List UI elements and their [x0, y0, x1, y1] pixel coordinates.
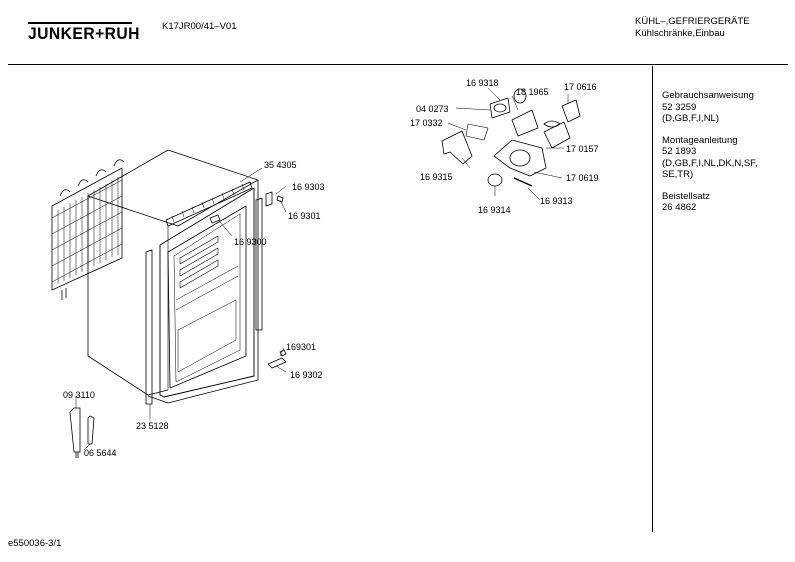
part-label: 169301 [286, 342, 317, 352]
document-number: 26 4862 [662, 202, 697, 213]
light-thermostat-assembly [441, 88, 581, 187]
model-code: K17JR00/41–V01 [162, 21, 237, 32]
document-languages: (D,GB,F,I,NL) [662, 113, 720, 124]
logo-underline [28, 22, 132, 24]
cabinet [87, 149, 259, 404]
document-list: Gebrauchsanweisung 52 3259 (D,GB,F,I,NL)… [662, 90, 758, 224]
header-divider [8, 64, 788, 65]
document-number: 52 1893 [662, 146, 697, 157]
document-item: Montageanleitung 52 1893 (D,GB,F,I,NL,DK… [662, 135, 758, 181]
document-languages: SE,TR) [662, 169, 694, 180]
part-label: 04 0273 [416, 104, 449, 114]
part-label: 17 0619 [566, 173, 599, 183]
part-label: 16 9300 [234, 237, 267, 247]
document-title: Gebrauchsanweisung [662, 90, 754, 101]
sensor-probe [69, 407, 95, 458]
document-number: 52 3259 [662, 101, 697, 113]
part-label: 16 9302 [290, 370, 323, 380]
document-item: Beistellsatz 26 4862 [662, 191, 758, 214]
part-label: 23 5128 [136, 421, 169, 431]
leader-lines [75, 87, 569, 451]
part-label: 09 3110 [63, 390, 95, 400]
sidebar-divider [652, 66, 653, 532]
category-title: KÜHL–,GEFRIERGERÄTE [635, 16, 750, 27]
drawing-id: e550036-3/1 [8, 538, 62, 549]
condenser-coil [51, 159, 125, 300]
document-title: Montageanleitung [662, 134, 738, 146]
part-label: 16 9303 [292, 182, 325, 192]
part-label: 16 9313 [540, 196, 573, 206]
brand-logo: JUNKER+RUH [28, 24, 140, 43]
part-label: 35 4305 [264, 160, 297, 170]
part-label: 16 9301 [288, 211, 321, 221]
door-seal [145, 197, 263, 405]
part-label: 17 0157 [566, 144, 599, 154]
part-label: 17 0332 [410, 118, 443, 128]
document-item: Gebrauchsanweisung 52 3259 (D,GB,F,I,NL) [662, 90, 758, 125]
part-label: 17 0616 [564, 82, 597, 92]
category-subtitle: Kühlschränke,Einbau [635, 28, 725, 39]
part-label: 16 9314 [478, 205, 511, 215]
document-title: Beistellsatz [662, 190, 711, 202]
part-label: 06 5644 [84, 448, 117, 458]
part-label: 18 1965 [516, 87, 549, 97]
part-label: 16 9318 [466, 78, 499, 88]
document-languages: (D,GB,F,I,NL,DK,N,SF, [662, 157, 758, 169]
hinge-parts [209, 191, 287, 369]
part-label: 16 9315 [420, 172, 453, 182]
